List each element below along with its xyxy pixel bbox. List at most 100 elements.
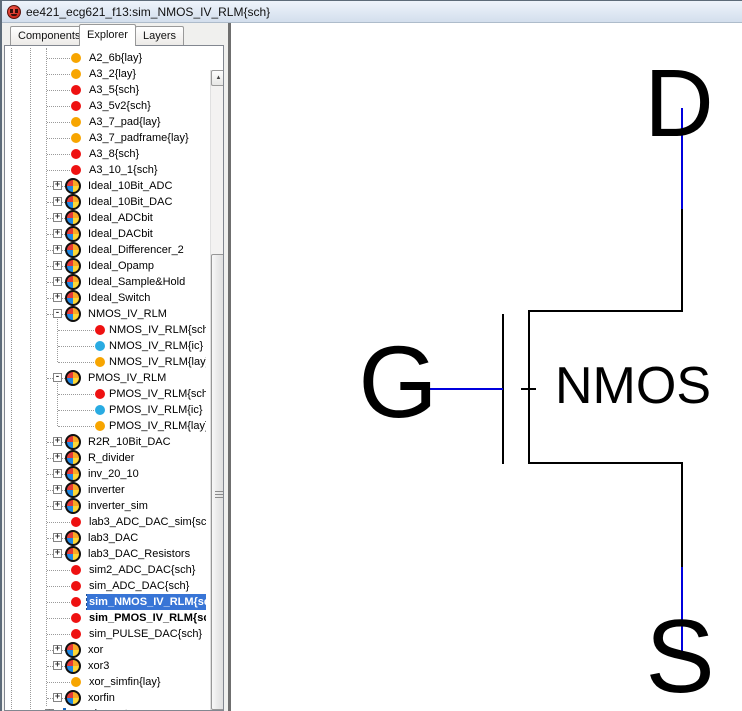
tree-item-label[interactable]: lab3_DAC bbox=[88, 532, 139, 544]
nmos-symbol-line[interactable] bbox=[681, 209, 683, 312]
cell-instance-name[interactable]: NMOS bbox=[555, 357, 711, 415]
tree-item-label[interactable]: A2_6b{lay} bbox=[89, 52, 143, 64]
tree-item-label[interactable]: Ideal_DACbit bbox=[88, 228, 153, 240]
tree-item[interactable]: +Ideal_ADCbit bbox=[5, 210, 206, 226]
tree-item-label[interactable]: Ideal_10Bit_DAC bbox=[88, 196, 173, 208]
tree-item[interactable]: + inverter bbox=[5, 482, 206, 498]
nmos-symbol-line[interactable] bbox=[528, 310, 530, 464]
tree-item[interactable]: +xorfin bbox=[5, 690, 206, 706]
port-label-g[interactable]: G bbox=[358, 325, 438, 439]
tree-item-label[interactable]: sim2_ADC_DAC{sch} bbox=[89, 564, 196, 576]
tree-item-label[interactable]: A3_10_1{sch} bbox=[89, 164, 158, 176]
expand-toggle-icon[interactable]: + bbox=[45, 709, 54, 710]
tree-item[interactable]: +spiceparts bbox=[5, 706, 206, 710]
panel-splitter[interactable] bbox=[228, 23, 231, 711]
tree-item[interactable]: PMOS_IV_RLM{sch} bbox=[5, 386, 206, 402]
tree-item-label[interactable]: NMOS_IV_RLM bbox=[88, 308, 167, 320]
expand-toggle-icon[interactable]: + bbox=[53, 468, 62, 478]
expand-toggle-icon[interactable]: + bbox=[53, 244, 62, 254]
tree-item-label[interactable]: sim_NMOS_IV_RLM{sch} bbox=[85, 594, 206, 610]
expand-toggle-icon[interactable]: + bbox=[53, 260, 62, 270]
tree-item[interactable]: + inv_20_10 bbox=[5, 466, 206, 482]
tree-item-label[interactable]: inverter bbox=[88, 484, 125, 496]
tree-item[interactable]: +xor bbox=[5, 642, 206, 658]
expand-toggle-icon[interactable]: + bbox=[53, 180, 62, 190]
tree-item[interactable]: sim_PMOS_IV_RLM{sch} bbox=[5, 610, 206, 626]
tree-item[interactable]: A2_6b{lay} bbox=[5, 50, 206, 66]
tree-item[interactable]: A3_5v2{sch} bbox=[5, 98, 206, 114]
tree-item-label[interactable]: lab3_DAC_Resistors bbox=[88, 548, 191, 560]
nmos-symbol-line[interactable] bbox=[528, 310, 683, 312]
tree-item[interactable]: A3_8{sch} bbox=[5, 146, 206, 162]
expand-toggle-icon[interactable]: + bbox=[53, 276, 62, 286]
tree-item[interactable]: + Ideal_Differencer_2 bbox=[5, 242, 206, 258]
tree-item[interactable]: + Ideal_10Bit_DAC bbox=[5, 194, 206, 210]
tree-item[interactable]: + Ideal_Sample&Hold bbox=[5, 274, 206, 290]
tree-item-label[interactable]: NMOS_IV_RLM{ic} bbox=[109, 340, 204, 352]
tree-item-label[interactable]: A3_5{sch} bbox=[89, 84, 140, 96]
tree-item[interactable]: sim2_ADC_DAC{sch} bbox=[5, 562, 206, 578]
scrollbar-up-arrow-icon[interactable]: ▲ bbox=[211, 70, 223, 86]
schematic-wire[interactable] bbox=[401, 388, 503, 390]
tree-item[interactable]: sim_NMOS_IV_RLM{sch} bbox=[5, 594, 206, 610]
tree-item[interactable]: - PMOS_IV_RLM bbox=[5, 370, 206, 386]
tab-components[interactable]: Components bbox=[10, 26, 89, 45]
tree-item[interactable]: PMOS_IV_RLM{lay} bbox=[5, 418, 206, 434]
collapse-toggle-icon[interactable]: - bbox=[53, 372, 62, 382]
tree-item[interactable]: A3_2{lay} bbox=[5, 66, 206, 82]
nmos-symbol-line[interactable] bbox=[521, 388, 536, 390]
tree-item[interactable]: +R2R_10Bit_DAC bbox=[5, 434, 206, 450]
expand-toggle-icon[interactable]: + bbox=[53, 548, 62, 558]
tree-item-label[interactable]: sim_PULSE_DAC{sch} bbox=[89, 628, 203, 640]
expand-toggle-icon[interactable]: + bbox=[53, 692, 62, 702]
tree-item[interactable]: PMOS_IV_RLM{ic} bbox=[5, 402, 206, 418]
expand-toggle-icon[interactable]: + bbox=[53, 484, 62, 494]
tree-item[interactable]: +Ideal_Switch bbox=[5, 290, 206, 306]
tree-item[interactable]: NMOS_IV_RLM{ic} bbox=[5, 338, 206, 354]
tree-item[interactable]: sim_PULSE_DAC{sch} bbox=[5, 626, 206, 642]
expand-toggle-icon[interactable]: + bbox=[53, 532, 62, 542]
tree-item[interactable]: xor_simfin{lay} bbox=[5, 674, 206, 690]
expand-toggle-icon[interactable]: + bbox=[53, 500, 62, 510]
tree-item-label[interactable]: inv_20_10 bbox=[88, 468, 139, 480]
tree-item-label[interactable]: inverter_sim bbox=[88, 500, 148, 512]
tree-item-label[interactable]: A3_5v2{sch} bbox=[89, 100, 151, 112]
tree-item-label[interactable]: xor3 bbox=[88, 660, 110, 672]
tree-item[interactable]: A3_7_padframe{lay} bbox=[5, 130, 206, 146]
tree-item-label[interactable]: A3_7_padframe{lay} bbox=[89, 132, 189, 144]
tree-item[interactable]: +xor3 bbox=[5, 658, 206, 674]
tree-item-label[interactable]: Ideal_Opamp bbox=[88, 260, 155, 272]
tree-item[interactable]: A3_7_pad{lay} bbox=[5, 114, 206, 130]
expand-toggle-icon[interactable]: + bbox=[53, 452, 62, 462]
nmos-symbol-line[interactable] bbox=[681, 462, 683, 567]
tree-item[interactable]: A3_5{sch} bbox=[5, 82, 206, 98]
tree-item[interactable]: A3_10_1{sch} bbox=[5, 162, 206, 178]
tree-item-label[interactable]: Ideal_Differencer_2 bbox=[88, 244, 184, 256]
tree-item-label[interactable]: Ideal_10Bit_ADC bbox=[88, 180, 173, 192]
schematic-wire[interactable] bbox=[681, 108, 683, 209]
tree-item[interactable]: sim_ADC_DAC{sch} bbox=[5, 578, 206, 594]
tree-item-label[interactable]: NMOS_IV_RLM{sch} bbox=[109, 324, 206, 336]
tab-layers[interactable]: Layers bbox=[135, 26, 185, 45]
tree-item-label[interactable]: PMOS_IV_RLM bbox=[88, 372, 167, 384]
expand-toggle-icon[interactable]: + bbox=[53, 196, 62, 206]
tree-item[interactable]: + Ideal_10Bit_ADC bbox=[5, 178, 206, 194]
expand-toggle-icon[interactable]: + bbox=[53, 228, 62, 238]
tree-item[interactable]: + Ideal_Opamp bbox=[5, 258, 206, 274]
tree-item[interactable]: -NMOS_IV_RLM bbox=[5, 306, 206, 322]
tree-item-label[interactable]: NMOS_IV_RLM{lay} bbox=[109, 356, 206, 368]
port-label-s[interactable]: S bbox=[645, 599, 715, 711]
tree-item[interactable]: + lab3_DAC_Resistors bbox=[5, 546, 206, 562]
tree-scrollbar[interactable]: ▲ bbox=[210, 70, 223, 710]
tree-item-label[interactable]: PMOS_IV_RLM{sch} bbox=[109, 388, 206, 400]
titlebar[interactable]: ee421_ecg621_f13:sim_NMOS_IV_RLM{sch} bbox=[2, 1, 742, 23]
tree-item-label[interactable]: A3_7_pad{lay} bbox=[89, 116, 161, 128]
nmos-symbol-line[interactable] bbox=[502, 314, 504, 464]
tree-item[interactable]: +R_divider bbox=[5, 450, 206, 466]
expand-toggle-icon[interactable]: + bbox=[53, 436, 62, 446]
tree-item-label[interactable]: Ideal_Sample&Hold bbox=[88, 276, 186, 288]
scrollbar-thumb[interactable] bbox=[211, 254, 223, 710]
tree-item-label[interactable]: xor bbox=[88, 644, 104, 656]
expand-toggle-icon[interactable]: + bbox=[53, 292, 62, 302]
